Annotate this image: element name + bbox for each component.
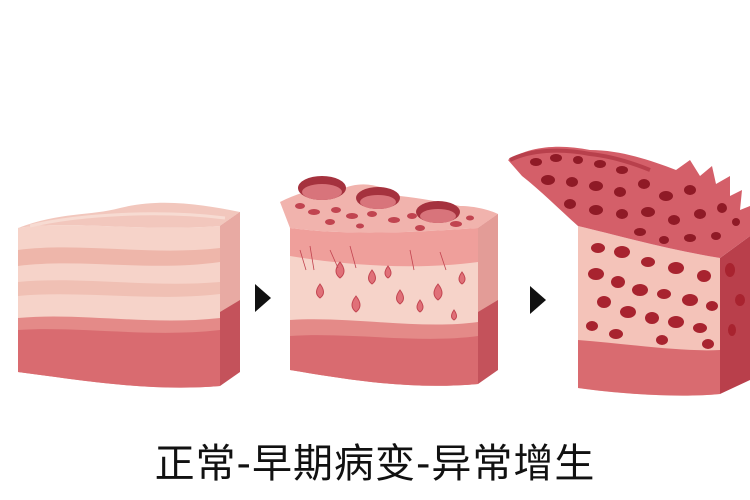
right-arrow-icon <box>530 286 546 314</box>
diagram-caption: 正常-早期病变-异常增生 <box>154 441 596 487</box>
normal-tissue-block-icon <box>18 202 240 388</box>
dysplasia-tissue-block-icon <box>508 146 750 396</box>
early-lesion-tissue-block-icon <box>280 176 498 386</box>
right-arrow-icon <box>255 284 271 312</box>
